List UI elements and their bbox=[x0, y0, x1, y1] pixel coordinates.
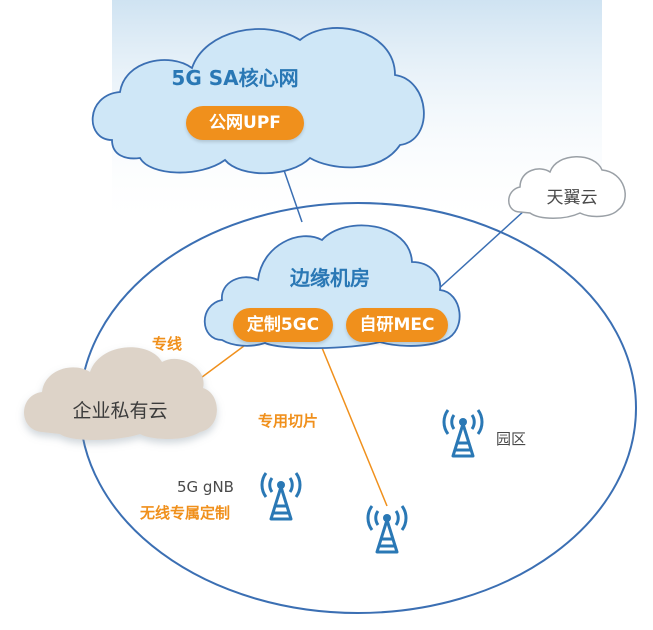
park-label: 园区 bbox=[496, 430, 527, 448]
dedicated-line-label: 专线 bbox=[152, 335, 183, 353]
private-cloud-label: 企业私有云 bbox=[72, 400, 168, 422]
core-cloud-title: 5G SA核心网 bbox=[171, 66, 299, 90]
tianyi-cloud-label: 天翼云 bbox=[546, 188, 598, 208]
mec-badge: 自研MEC bbox=[346, 308, 448, 342]
custom-5gc-badge: 定制5GC bbox=[233, 308, 333, 342]
tianyi-cloud bbox=[508, 156, 626, 219]
core-cloud bbox=[91, 27, 425, 175]
edge-tianyi-link bbox=[434, 199, 537, 293]
private-cloud bbox=[24, 347, 217, 440]
dedicated-slice-label: 专用切片 bbox=[258, 412, 319, 430]
dedicated-slice-link bbox=[317, 337, 388, 507]
gnb-sub-label: 无线专属定制 bbox=[140, 504, 231, 522]
edge-cloud-title: 边缘机房 bbox=[290, 266, 370, 290]
gnb-label: 5G gNB bbox=[177, 478, 234, 496]
public-upf-badge: 公网UPF bbox=[186, 106, 304, 140]
